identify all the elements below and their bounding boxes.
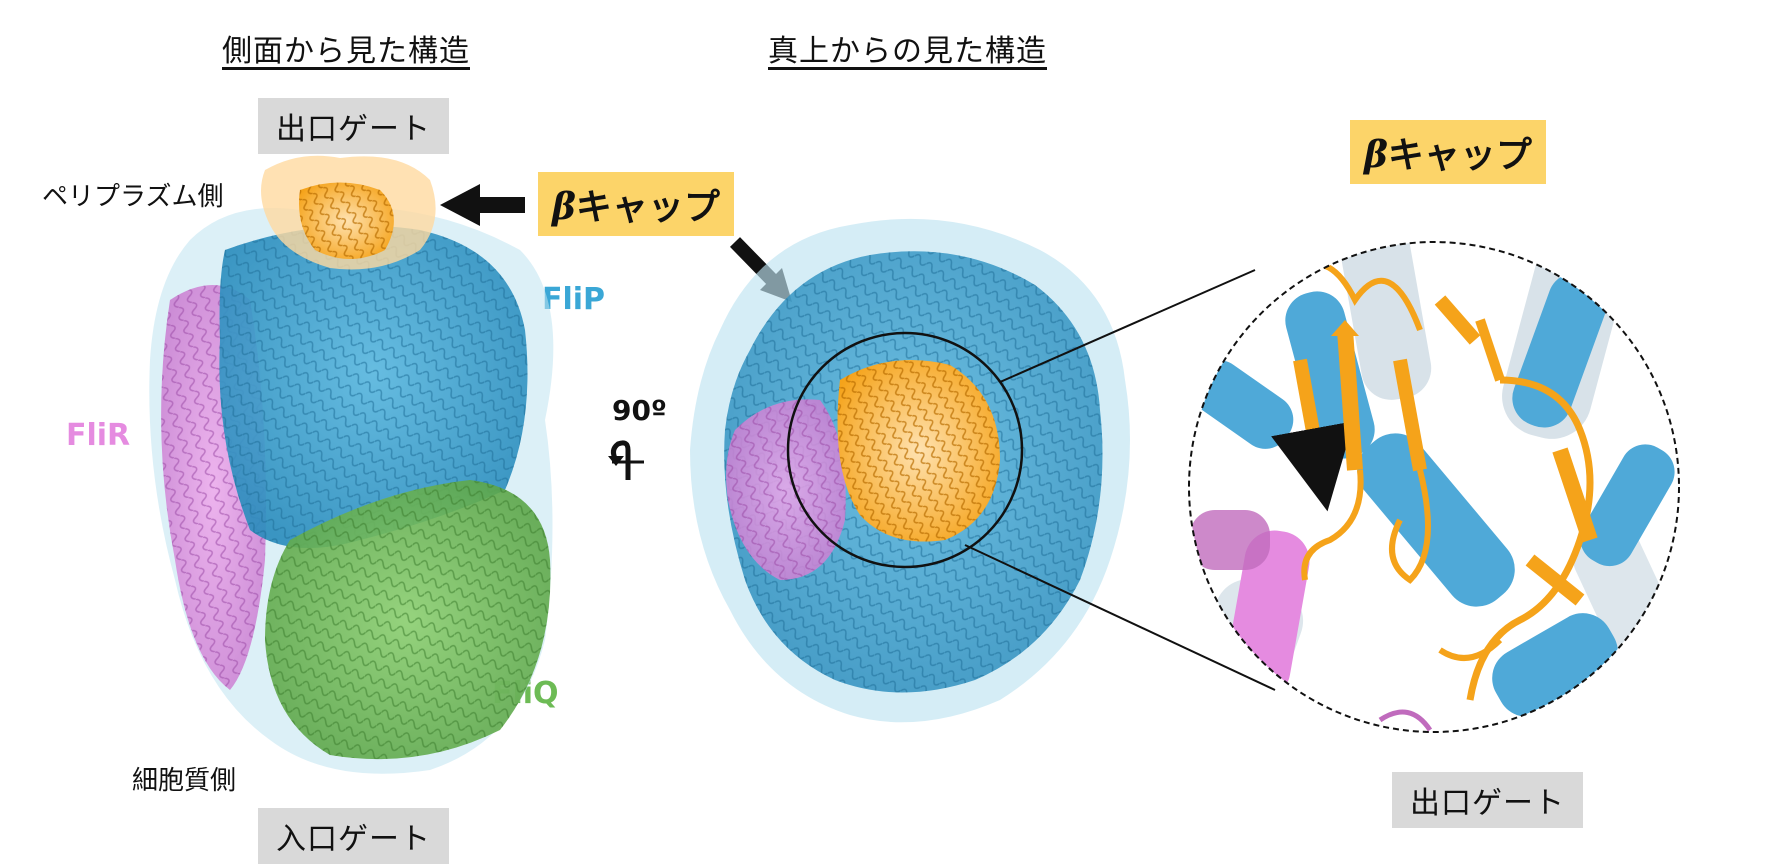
flip-label: FliP	[542, 282, 606, 317]
beta-cap-arrow-side	[440, 184, 525, 226]
side-view-structure	[149, 155, 554, 774]
beta-symbol: β	[1364, 134, 1388, 176]
fliq-helix-texture	[265, 480, 551, 760]
helix-cylinder	[1492, 613, 1618, 717]
beta-cap-text: キャップ	[1387, 135, 1532, 176]
zoom-circle-border	[1188, 241, 1680, 733]
zoom-source-circle	[786, 331, 1024, 569]
exit-gate-top-label: 出口ゲート	[258, 98, 449, 154]
top-view-heading: 真上からの見た構造	[768, 34, 1047, 69]
side-beta-cap-texture	[299, 182, 394, 259]
helix-cylinder	[1357, 433, 1515, 607]
top-flir-texture	[726, 399, 846, 580]
top-view-structure	[690, 218, 1130, 723]
rotation-arrow-icon	[608, 440, 644, 480]
periplasm-side-label: ペリプラズム側	[42, 182, 224, 212]
flir-cylinder	[1190, 510, 1270, 570]
helix-cylinder	[1191, 360, 1294, 449]
rotation-label: 90º	[612, 394, 667, 427]
flip-helix-texture	[219, 225, 528, 548]
side-view-heading: 側面から見た構造	[222, 34, 470, 69]
zoom-view	[1188, 241, 1680, 733]
beta-cap-tag-main: βキャップ	[538, 172, 734, 236]
cytoplasm-side-label: 細胞質側	[132, 766, 237, 796]
beta-symbol: β	[552, 186, 576, 228]
entry-gate-label: 入口ゲート	[258, 808, 449, 864]
beta-cap-text: キャップ	[575, 187, 720, 228]
exit-gate-zoom-label: 出口ゲート	[1392, 772, 1583, 828]
zoom-connector-top	[999, 269, 1256, 383]
flir-label: FliR	[66, 418, 131, 453]
helix-cylinder	[1580, 444, 1675, 567]
zoom-connector-bottom	[964, 544, 1276, 691]
top-beta-cap-texture	[837, 360, 1000, 542]
beta-cap-tag-zoom: βキャップ	[1350, 120, 1546, 184]
